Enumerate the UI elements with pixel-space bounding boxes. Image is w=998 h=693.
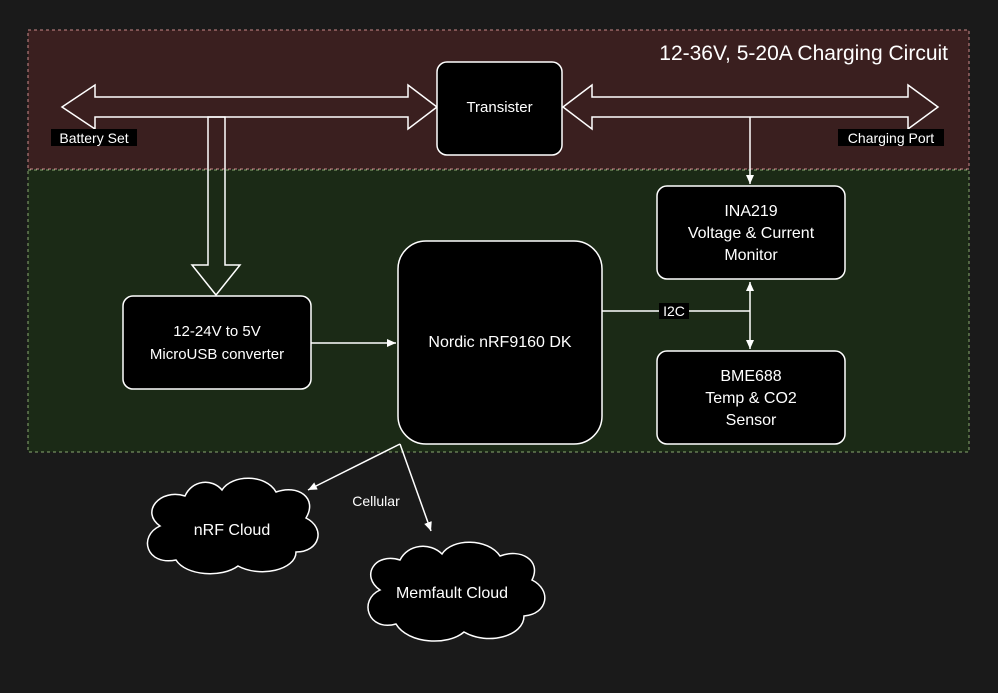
i2c-label-bg (659, 303, 689, 319)
cellular-to-nrf-cloud-line (307, 443, 401, 491)
transistor-node: Transister (436, 61, 563, 156)
bme688-label-line2: Temp & CO2 (705, 390, 797, 407)
ina219-label-line2: Voltage & Current (688, 225, 815, 242)
nrf-cloud-node: nRF Cloud (146, 477, 319, 575)
converter-label-line2: MicroUSB converter (150, 346, 284, 363)
cellular-label: Cellular (352, 493, 400, 509)
bme688-label-line3: Sensor (726, 412, 777, 429)
i2c-label: I2C (663, 303, 685, 319)
charging-port-power-bus-arrow (561, 83, 940, 131)
memfault-cloud-label: Memfault Cloud (396, 585, 508, 602)
transistor-label: Transister (466, 99, 532, 116)
converter-label-line1: 12-24V to 5V (173, 323, 261, 340)
nordic-node: Nordic nRF9160 DK (397, 240, 603, 445)
nrf-cloud-label: nRF Cloud (194, 522, 270, 539)
battery-set-label-bg (51, 129, 137, 146)
charging-port-label-bg (838, 129, 944, 146)
charging-port-label: Charging Port (848, 130, 934, 146)
cellular-to-memfault-cloud-line (399, 443, 432, 532)
memfault-cloud-icon (367, 541, 546, 642)
nrf-cloud-icon (146, 477, 319, 575)
power-to-converter-arrow (190, 116, 242, 297)
battery-set-label: Battery Set (59, 130, 128, 146)
bme688-label-line1: BME688 (720, 368, 781, 385)
memfault-cloud-node: Memfault Cloud (367, 541, 546, 642)
bme688-node: BME688 Temp & CO2 Sensor (656, 350, 846, 445)
converter-node: 12-24V to 5V MicroUSB converter (122, 295, 312, 390)
nordic-label: Nordic nRF9160 DK (428, 334, 572, 351)
charging-circuit-title: 12-36V, 5-20A Charging Circuit (659, 42, 948, 65)
ina219-label-line3: Monitor (724, 247, 778, 264)
ina219-node: INA219 Voltage & Current Monitor (656, 185, 846, 280)
ina219-label-line1: INA219 (724, 203, 777, 220)
